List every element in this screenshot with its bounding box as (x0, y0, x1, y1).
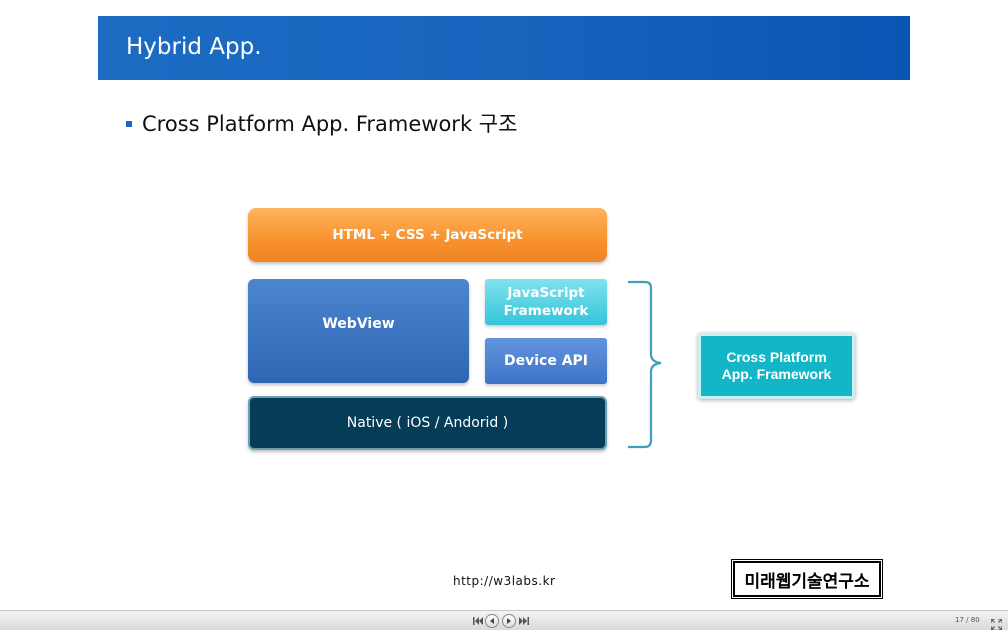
page-counter: 17 / 80 (955, 616, 980, 624)
js-framework-line-2: Framework (503, 303, 589, 319)
player-controls: 17 / 80 (0, 610, 1008, 631)
native-layer: Native ( iOS / Andorid ) (248, 396, 607, 450)
bullet-text: Cross Platform App. Framework 구조 (142, 112, 518, 136)
lab-logo: 미래웹기술연구소 (731, 559, 883, 599)
bullet-square-icon (126, 121, 132, 127)
total-pages: / 80 (966, 616, 980, 624)
current-page: 17 (955, 616, 964, 624)
title-bar: Hybrid App. (98, 16, 910, 80)
js-framework-line-1: JavaScript (507, 285, 585, 301)
webview-layer: WebView (248, 279, 469, 383)
fullscreen-icon[interactable] (990, 615, 1003, 631)
bullet-item: Cross Platform App. Framework 구조 (126, 108, 517, 138)
javascript-framework-layer: JavaScript Framework (485, 279, 607, 325)
cpaf-line-1: Cross Platform (726, 349, 827, 365)
brace-icon (628, 280, 662, 449)
cross-platform-framework-box: Cross Platform App. Framework (698, 333, 855, 399)
skip-last-icon[interactable] (519, 616, 529, 626)
device-api-layer: Device API (485, 338, 607, 384)
cpaf-line-2: App. Framework (721, 366, 832, 382)
slide: Hybrid App. Cross Platform App. Framewor… (98, 16, 910, 599)
footer-url: http://w3labs.kr (453, 574, 556, 588)
next-icon[interactable] (502, 614, 516, 628)
slide-title: Hybrid App. (126, 34, 262, 60)
prev-icon[interactable] (485, 614, 499, 628)
skip-first-icon[interactable] (473, 616, 483, 626)
html-css-js-layer: HTML + CSS + JavaScript (248, 208, 607, 262)
